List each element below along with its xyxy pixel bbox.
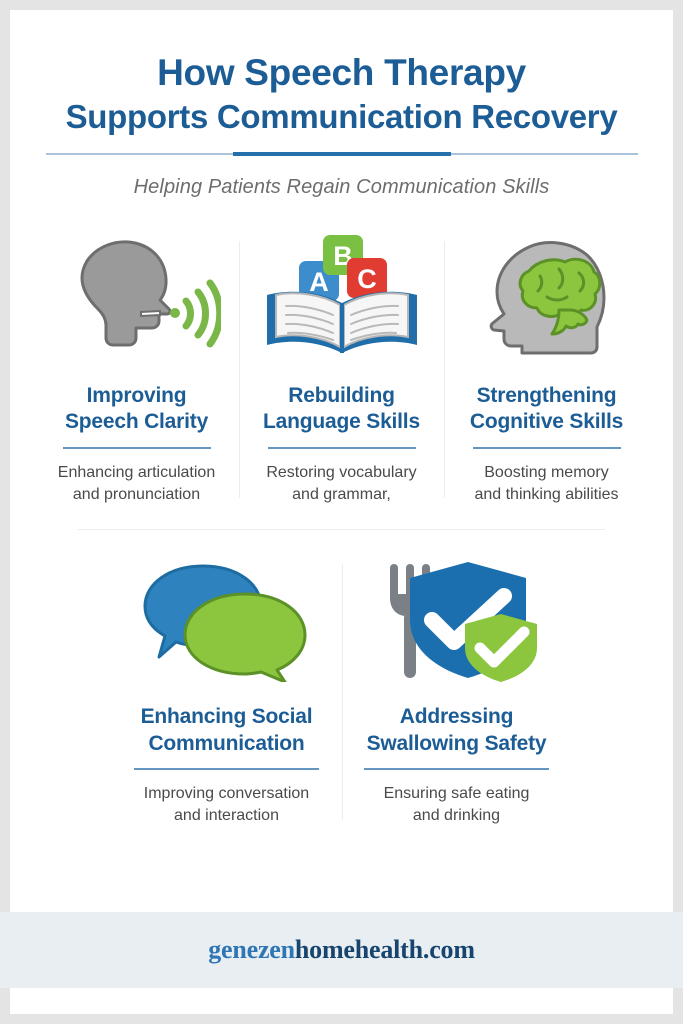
benefit-title: Rebuilding Language Skills [247, 383, 436, 436]
poster-header: How Speech Therapy Supports Communicatio… [10, 10, 673, 199]
benefit-description: Boosting memory and thinking abilities [452, 462, 641, 507]
page-title-line2: Supports Communication Recovery [65, 98, 618, 136]
benefit-desc-line2: and thinking abilities [474, 485, 619, 503]
benefit-title: Strengthening Cognitive Skills [452, 383, 641, 436]
benefit-desc-line2: and grammar, [292, 485, 391, 503]
benefit-desc-line1: Enhancing articulation [57, 463, 216, 481]
speech-bubble-green [183, 592, 306, 683]
benefit-title-line2: Communication [148, 731, 305, 755]
poster-card: How Speech Therapy Supports Communicatio… [0, 10, 683, 1014]
benefit-desc-line2: and drinking [412, 807, 501, 825]
benefit-title-underline [62, 446, 211, 449]
benefit-title: Enhancing Social Communication [120, 704, 334, 757]
benefits-row-1: Improving Speech Clarity Enhancing artic… [10, 233, 673, 506]
benefit-title: Addressing Swallowing Safety [350, 704, 564, 757]
benefit-title-underline [134, 767, 319, 770]
row-divider [78, 529, 605, 531]
title-divider [45, 152, 638, 157]
benefit-description: Improving conversation and interaction [120, 783, 334, 828]
website-url-part1: genezen [208, 935, 295, 964]
benefit-title-line1: Rebuilding [288, 384, 395, 408]
page-title-line1: How Speech Therapy [157, 52, 526, 93]
benefit-title-line2: Speech Clarity [64, 410, 209, 434]
benefit-desc-line2: and pronunciation [72, 485, 201, 503]
benefit-title-underline [267, 446, 416, 449]
benefit-desc-line2: and interaction [174, 807, 279, 825]
benefit-title-line1: Strengthening [476, 384, 617, 408]
benefit-description: Enhancing articulation and pronunciation [42, 462, 231, 507]
head-brain-icon [452, 233, 641, 361]
website-url[interactable]: genezenhomehealth.com [208, 935, 475, 965]
benefit-desc-line1: Improving conversation [143, 784, 310, 802]
speech-bubbles-icon [120, 556, 334, 683]
benefit-card-social-communication: Enhancing Social Communication Improving… [112, 556, 342, 827]
website-url-part2: homehealth.com [294, 935, 475, 964]
benefit-description: Restoring vocabulary and grammar, [247, 462, 436, 507]
benefit-card-swallowing-safety: Addressing Swallowing Safety Ensuring sa… [341, 556, 572, 828]
benefit-card-language-skills: A B C [239, 233, 444, 506]
poster-footer: genezenhomehealth.com [0, 912, 683, 988]
benefit-desc-line1: Boosting memory [484, 463, 609, 481]
benefit-title-line2: Language Skills [263, 410, 420, 434]
shield-green [464, 614, 537, 683]
benefit-title-line1: Addressing [399, 705, 514, 729]
open-book-abc-blocks-icon: A B C [247, 233, 436, 361]
benefit-title-line2: Cognitive Skills [469, 410, 624, 434]
benefit-desc-line1: Ensuring safe eating [383, 784, 530, 802]
benefit-title-line1: Improving [86, 384, 187, 408]
benefits-row-2: Enhancing Social Communication Improving… [10, 556, 673, 827]
svg-text:C: C [357, 264, 377, 294]
benefit-description: Ensuring safe eating and drinking [350, 783, 564, 828]
benefit-card-speech-clarity: Improving Speech Clarity Enhancing artic… [34, 233, 239, 506]
benefit-title-underline [364, 767, 549, 770]
benefit-title-underline [472, 446, 621, 449]
benefit-title: Improving Speech Clarity [42, 383, 231, 436]
benefit-desc-line1: Restoring vocabulary [266, 463, 417, 481]
svg-text:A: A [309, 267, 329, 297]
benefit-card-cognitive-skills: Strengthening Cognitive Skills Boosting … [444, 233, 649, 506]
title-divider-accent [232, 152, 451, 157]
benefit-title-line1: Enhancing Social [140, 705, 313, 729]
benefit-title-line2: Swallowing Safety [366, 731, 547, 755]
page-subtitle: Helping Patients Regain Communication Sk… [133, 176, 550, 199]
fork-shield-check-icon [350, 556, 564, 683]
speaking-head-icon [42, 233, 231, 361]
letter-block-c: C [346, 258, 387, 299]
